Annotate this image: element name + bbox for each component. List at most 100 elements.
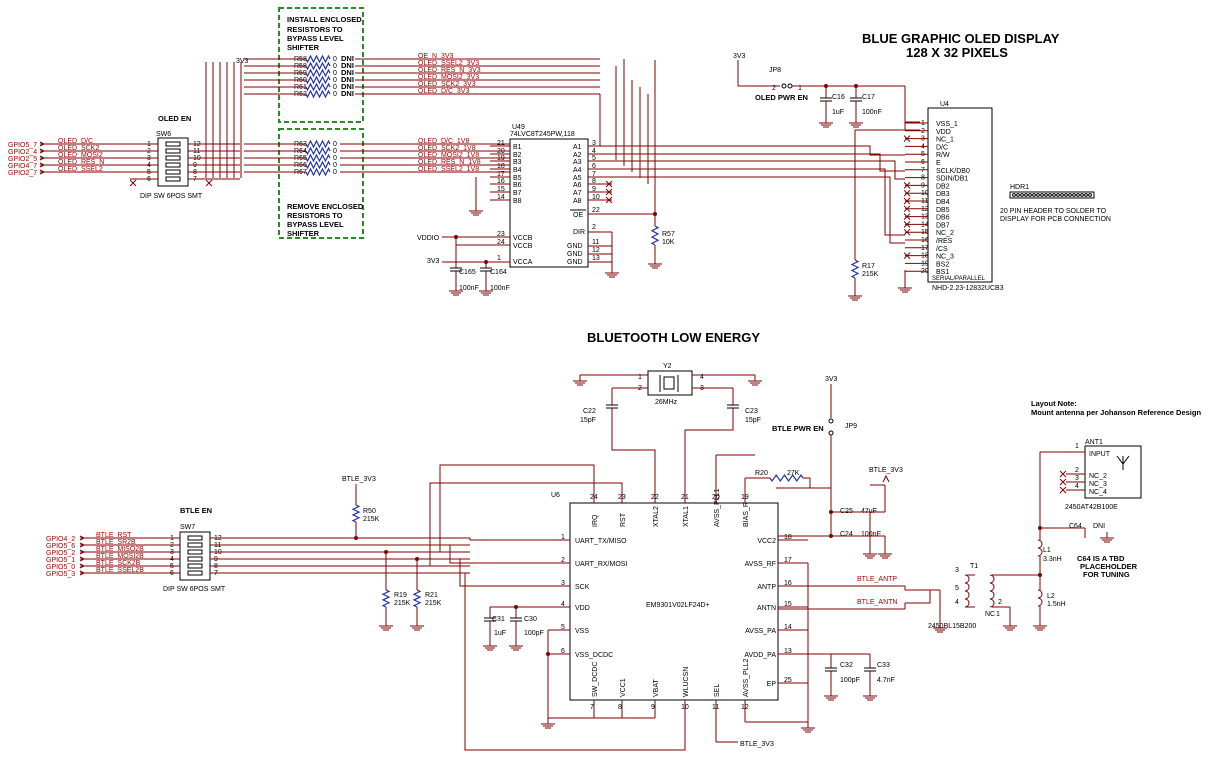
switch-position (165, 176, 181, 182)
svg-text:3V3: 3V3 (733, 53, 746, 60)
svg-text:AVSS_RF: AVSS_RF (745, 561, 776, 568)
svg-text:ANT1: ANT1 (1085, 439, 1103, 446)
svg-text:DNI: DNI (341, 68, 354, 77)
svg-text:B3: B3 (513, 159, 522, 166)
net-label: OLED_MOSI2_3V3 (418, 74, 479, 81)
svg-text:VDD: VDD (575, 605, 590, 612)
svg-text:Mount antenna per Johanson Ref: Mount antenna per Johanson Reference Des… (1031, 408, 1201, 417)
btle-net-label: BTLE_SCK2B (96, 560, 141, 567)
svg-text:A4: A4 (573, 167, 582, 174)
svg-text:0: 0 (333, 63, 337, 70)
svg-text:B5: B5 (513, 175, 522, 182)
svg-text:C23: C23 (745, 408, 758, 415)
svg-text:2450BL15B200: 2450BL15B200 (928, 623, 976, 630)
net-label: OLED_SCK2_1V8 (418, 145, 476, 152)
switch-position (187, 535, 203, 541)
svg-text:DNI: DNI (1093, 523, 1105, 530)
hdr1-header: HDR1 20 PIN HEADER TO SOLDER TO DISPLAY … (1000, 184, 1111, 223)
svg-text:C24: C24 (840, 531, 853, 538)
svg-text:JP9: JP9 (845, 423, 857, 430)
svg-text:3.3nH: 3.3nH (1043, 556, 1062, 563)
svg-text:17: 17 (497, 171, 505, 178)
svg-text:HDR1: HDR1 (1010, 184, 1029, 191)
svg-text:B2: B2 (513, 152, 522, 159)
svg-text:8: 8 (618, 704, 622, 711)
c30-cap: C30 100pF (524, 616, 544, 637)
svg-text:R50: R50 (363, 508, 376, 515)
switch-position (187, 549, 203, 555)
svg-text:VCC2: VCC2 (757, 538, 776, 545)
svg-text:3: 3 (700, 385, 704, 392)
oled-net-label: OLED_MOSI2 (58, 152, 103, 159)
remove-note: REMOVE ENCLOSED RESISTORS TO BYPASS LEVE… (278, 128, 364, 239)
switch-position (165, 169, 181, 175)
svg-text:10: 10 (592, 194, 600, 201)
svg-text:OLED EN: OLED EN (158, 114, 191, 123)
svg-text:INSTALL ENCLOSED: INSTALL ENCLOSED (287, 15, 362, 24)
svg-text:FOR TUNING: FOR TUNING (1083, 570, 1130, 579)
svg-text:SERIAL/PARALLEL: SERIAL/PARALLEL (932, 276, 986, 282)
svg-text:5: 5 (592, 155, 596, 162)
svg-text:NC_3: NC_3 (1089, 481, 1107, 488)
net-label: OLED_D/C_3V3 (418, 88, 469, 95)
svg-text:4.7nF: 4.7nF (877, 677, 895, 684)
r50-resistor: R50 215K (363, 508, 380, 523)
svg-text:BYPASS LEVEL: BYPASS LEVEL (287, 34, 344, 43)
svg-text:/RES: /RES (936, 238, 953, 245)
svg-text:C30: C30 (524, 616, 537, 623)
svg-text:5: 5 (955, 585, 959, 592)
svg-text:SCLK/DB0: SCLK/DB0 (936, 168, 970, 175)
r21-resistor: R21 215K (425, 592, 442, 607)
svg-text:SCK: SCK (575, 584, 590, 591)
svg-text:1.5nH: 1.5nH (1047, 601, 1066, 608)
net-label: OLED_RES_N_1V8 (418, 159, 481, 166)
svg-text:XTAL1: XTAL1 (683, 506, 690, 527)
svg-text:BS1: BS1 (936, 269, 949, 276)
svg-text:A5: A5 (573, 175, 582, 182)
svg-text:OLED PWR EN: OLED PWR EN (755, 93, 808, 102)
svg-text:14: 14 (784, 624, 792, 631)
svg-text:BTLE PWR EN: BTLE PWR EN (772, 424, 824, 433)
svg-text:R/W: R/W (936, 152, 950, 159)
svg-text:ANTN: ANTN (757, 605, 776, 612)
svg-text:VSS: VSS (575, 628, 589, 635)
svg-text:74LVC8T245PW,118: 74LVC8T245PW,118 (510, 131, 575, 138)
svg-text:DB7: DB7 (936, 222, 950, 229)
svg-text:26MHz: 26MHz (655, 399, 678, 406)
svg-text:3: 3 (592, 140, 596, 147)
oled-title: BLUE GRAPHIC OLED DISPLAY (862, 31, 1060, 46)
oled-gpio-labels: GPIO5_7OLED_D/CGPIO2_4OLED_SCK2GPIO2_5OL… (8, 138, 104, 177)
svg-text:3V3: 3V3 (825, 376, 838, 383)
oled-net-label: OLED_RES_N (58, 159, 104, 166)
svg-text:Y2: Y2 (663, 363, 672, 370)
net-label: OE_N_3V3 (418, 53, 454, 60)
v3-label-u49: 3V3 (427, 258, 440, 265)
svg-text:DB3: DB3 (936, 191, 950, 198)
gpio-label: GPIO2_7 (8, 170, 37, 177)
svg-text:AVSS_PLL1: AVSS_PLL1 (714, 488, 721, 527)
svg-text:2: 2 (998, 599, 1002, 606)
svg-text:16: 16 (784, 580, 792, 587)
svg-text:1: 1 (638, 374, 642, 381)
svg-text:NC_1: NC_1 (936, 137, 954, 144)
svg-text:DIR: DIR (573, 229, 585, 236)
svg-text:SDIN/DB1: SDIN/DB1 (936, 176, 968, 183)
svg-text:215K: 215K (394, 600, 411, 607)
svg-text:R20: R20 (755, 470, 768, 477)
c33-cap: C33 4.7nF (877, 662, 895, 684)
svg-text:2: 2 (592, 224, 596, 231)
svg-text:VCCB: VCCB (513, 235, 533, 242)
svg-text:AVSS_PA: AVSS_PA (745, 628, 776, 635)
svg-text:215K: 215K (363, 516, 380, 523)
svg-text:VDD: VDD (936, 129, 951, 136)
svg-text:DNI: DNI (341, 75, 354, 84)
svg-text:13: 13 (784, 648, 792, 655)
oled-net-label: OLED_D/C (58, 138, 93, 145)
svg-text:DNI: DNI (341, 61, 354, 70)
svg-text:10K: 10K (662, 239, 675, 246)
svg-text:UART_TX/MISO: UART_TX/MISO (575, 538, 627, 545)
svg-text:1: 1 (996, 611, 1000, 618)
